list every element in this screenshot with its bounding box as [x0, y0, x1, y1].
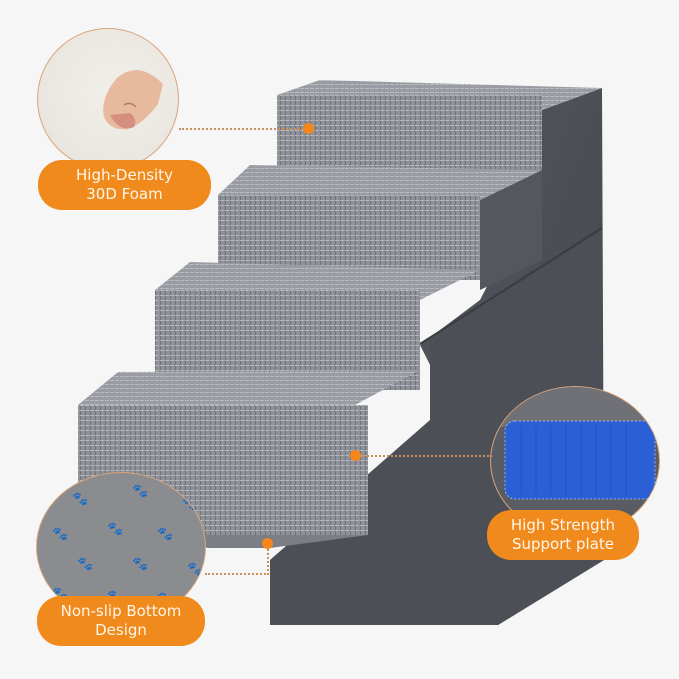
fist-icon [103, 70, 163, 130]
svg-text:🐾: 🐾 [132, 484, 148, 499]
bottom-label-line2: Design [95, 621, 147, 639]
svg-text:🐾: 🐾 [132, 557, 148, 572]
svg-text:🐾: 🐾 [187, 562, 203, 577]
support-callout-label: High Strength Support plate [487, 510, 639, 560]
svg-text:🐾: 🐾 [77, 557, 93, 572]
bottom-callout-vline [267, 545, 269, 575]
support-callout-dot [350, 450, 361, 461]
bottom-callout-dot [262, 538, 273, 549]
foam-callout-line [179, 128, 307, 130]
bottom-callout-hline [205, 573, 269, 575]
foam-label-line1: High-Density [76, 166, 173, 184]
support-label-line1: High Strength [510, 516, 616, 534]
svg-text:🐾: 🐾 [72, 492, 88, 507]
foam-callout-label: High-Density 30D Foam [38, 160, 211, 210]
svg-text:🐾: 🐾 [157, 527, 173, 542]
svg-text:🐾: 🐾 [107, 522, 123, 537]
foam-label-line2: 30D Foam [86, 185, 163, 203]
svg-text:🐾: 🐾 [52, 527, 68, 542]
bottom-label-line1: Non-slip Bottom [60, 602, 182, 620]
foam-inset-circle [37, 28, 179, 170]
bottom-callout-label: Non-slip Bottom Design [37, 596, 205, 646]
support-callout-line [360, 455, 492, 457]
foam-callout-dot [303, 123, 314, 134]
support-label-line2: Support plate [511, 535, 615, 553]
